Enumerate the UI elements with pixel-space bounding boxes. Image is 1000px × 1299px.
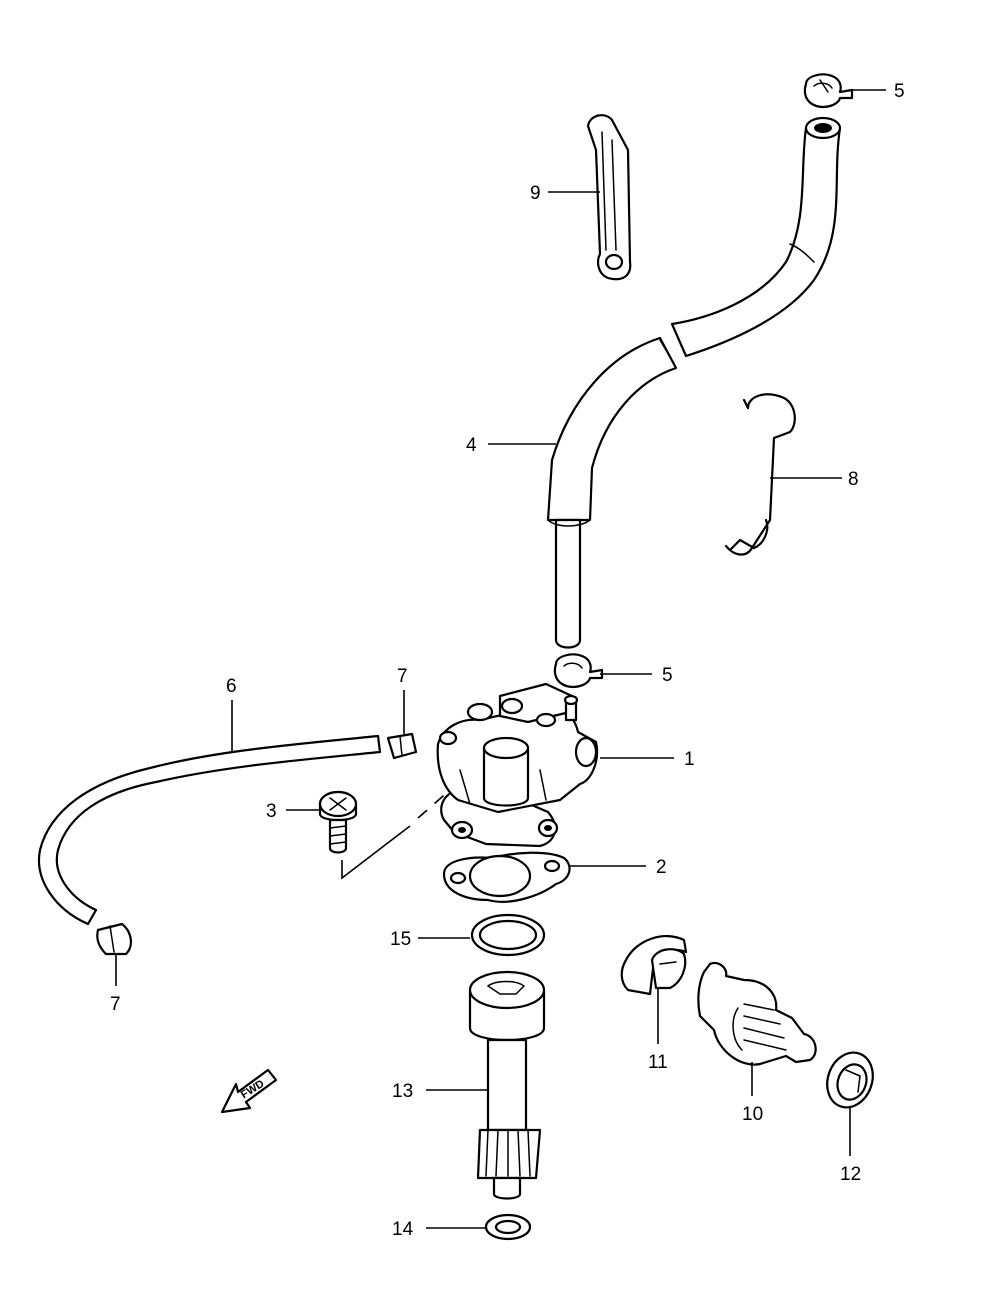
- callout-1: 1: [684, 749, 695, 770]
- wire-clip: [724, 393, 796, 556]
- hose-clip-mid: [553, 653, 604, 688]
- assembly-guide-line: [341, 825, 411, 880]
- sleeve-clip: [620, 935, 688, 996]
- hose-clip-top: [803, 73, 854, 108]
- callout-15: 15: [390, 929, 411, 950]
- callout-5-mid: 5: [662, 665, 673, 686]
- oil-pump-body: [436, 682, 599, 848]
- oil-seal: [826, 1051, 874, 1109]
- callout-7-top: 7: [397, 666, 408, 687]
- callout-6: 6: [226, 676, 237, 697]
- o-ring-upper: [470, 913, 546, 957]
- long-hose: [37, 734, 382, 926]
- washer: [484, 1213, 532, 1241]
- bracket: [586, 114, 632, 281]
- gasket: [442, 851, 571, 903]
- hose-end-bottom: [96, 922, 132, 956]
- assembly-guide-dashed: [417, 789, 451, 819]
- callout-5-top: 5: [894, 81, 905, 102]
- fuel-hose: [546, 116, 842, 649]
- callout-9: 9: [530, 183, 541, 204]
- bolt: [318, 790, 358, 854]
- callout-13: 13: [392, 1081, 413, 1102]
- callout-4: 4: [466, 435, 477, 456]
- callout-8: 8: [848, 469, 859, 490]
- callout-2: 2: [656, 857, 667, 878]
- driven-gear-shaft: [468, 970, 546, 1200]
- callout-3: 3: [266, 801, 277, 822]
- gear-housing: [697, 961, 817, 1066]
- leader-lines: [115, 89, 886, 1229]
- callout-12: 12: [840, 1164, 861, 1185]
- callout-7-bottom: 7: [110, 994, 121, 1015]
- callouts: 5 9 4 8 5 6 7 1 3 2 15 7 11 13 10 12 14: [110, 81, 905, 1240]
- callout-10: 10: [742, 1104, 763, 1125]
- callout-14: 14: [392, 1219, 414, 1240]
- hose-end-top: [386, 732, 418, 760]
- callout-11: 11: [648, 1052, 668, 1073]
- fwd-arrow-icon: FWD: [220, 1068, 278, 1114]
